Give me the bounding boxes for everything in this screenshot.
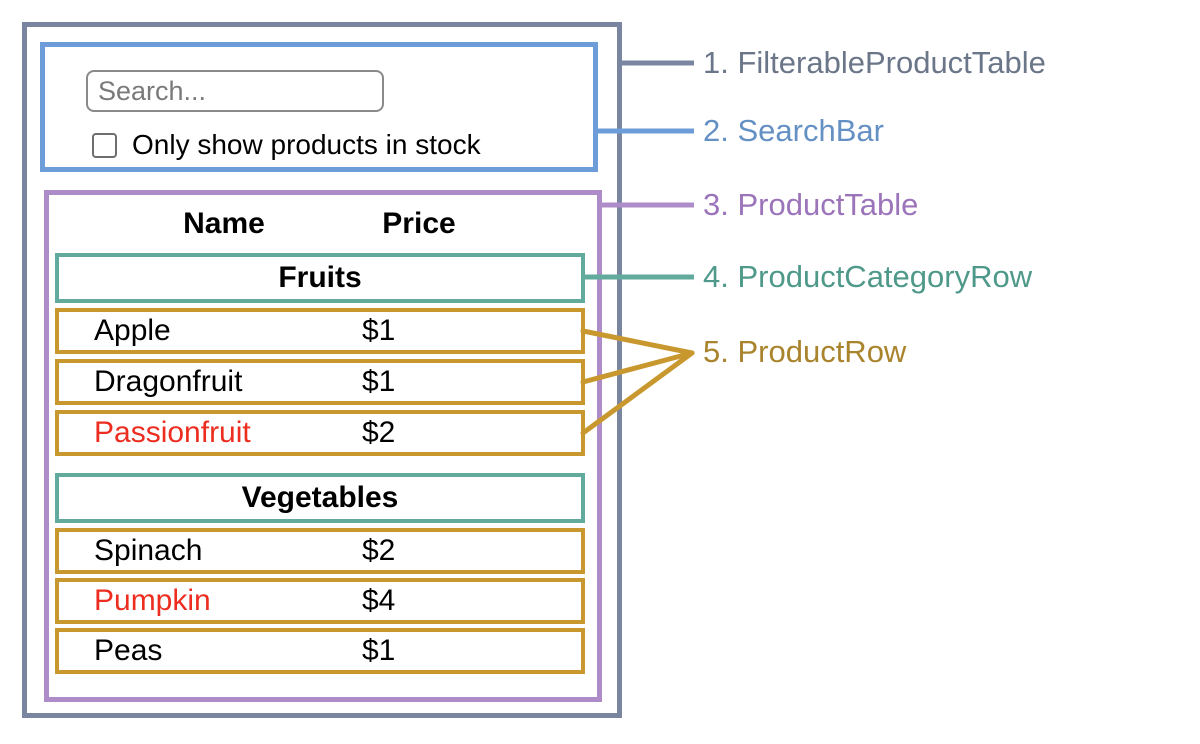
product-category-row: Fruits	[55, 253, 585, 303]
in-stock-filter: Only show products in stock	[92, 129, 481, 161]
product-name: Spinach	[94, 534, 203, 567]
in-stock-checkbox-label: Only show products in stock	[132, 129, 481, 160]
legend-product-category-row: 4. ProductCategoryRow	[703, 259, 1033, 294]
product-price: $2	[362, 534, 396, 567]
in-stock-checkbox[interactable]	[92, 132, 117, 158]
column-header-name: Name	[183, 207, 265, 240]
product-row: Spinach $2	[55, 528, 585, 574]
product-row: Dragonfruit $1	[55, 359, 585, 405]
product-row: Peas $1	[55, 628, 585, 674]
product-name: Dragonfruit	[94, 365, 243, 398]
filterable-product-table-box: Only show products in stock Name Price F…	[22, 22, 622, 718]
legend-product-row: 5. ProductRow	[703, 334, 907, 369]
product-row: Apple $1	[55, 308, 585, 354]
search-bar-box: Only show products in stock	[40, 42, 598, 172]
product-price: $1	[362, 314, 396, 347]
product-name: Peas	[94, 634, 163, 667]
product-name-out-of-stock: Pumpkin	[94, 584, 211, 617]
product-price: $4	[362, 584, 396, 617]
product-price: $1	[362, 634, 396, 667]
product-price: $2	[362, 416, 396, 449]
product-name-out-of-stock: Passionfruit	[94, 416, 251, 449]
column-header-price: Price	[382, 207, 456, 240]
product-price: $1	[362, 365, 396, 398]
product-name: Apple	[94, 314, 171, 347]
product-category-row: Vegetables	[55, 473, 585, 523]
legend-filterable-product-table: 1. FilterableProductTable	[703, 45, 1046, 80]
legend-search-bar: 2. SearchBar	[703, 113, 884, 148]
product-row: Passionfruit $2	[55, 410, 585, 456]
search-input[interactable]	[86, 70, 384, 112]
product-table-box: Name Price Fruits Apple $1 Dragonfruit $…	[44, 190, 602, 702]
product-row: Pumpkin $4	[55, 578, 585, 624]
legend-product-table: 3. ProductTable	[703, 187, 919, 222]
